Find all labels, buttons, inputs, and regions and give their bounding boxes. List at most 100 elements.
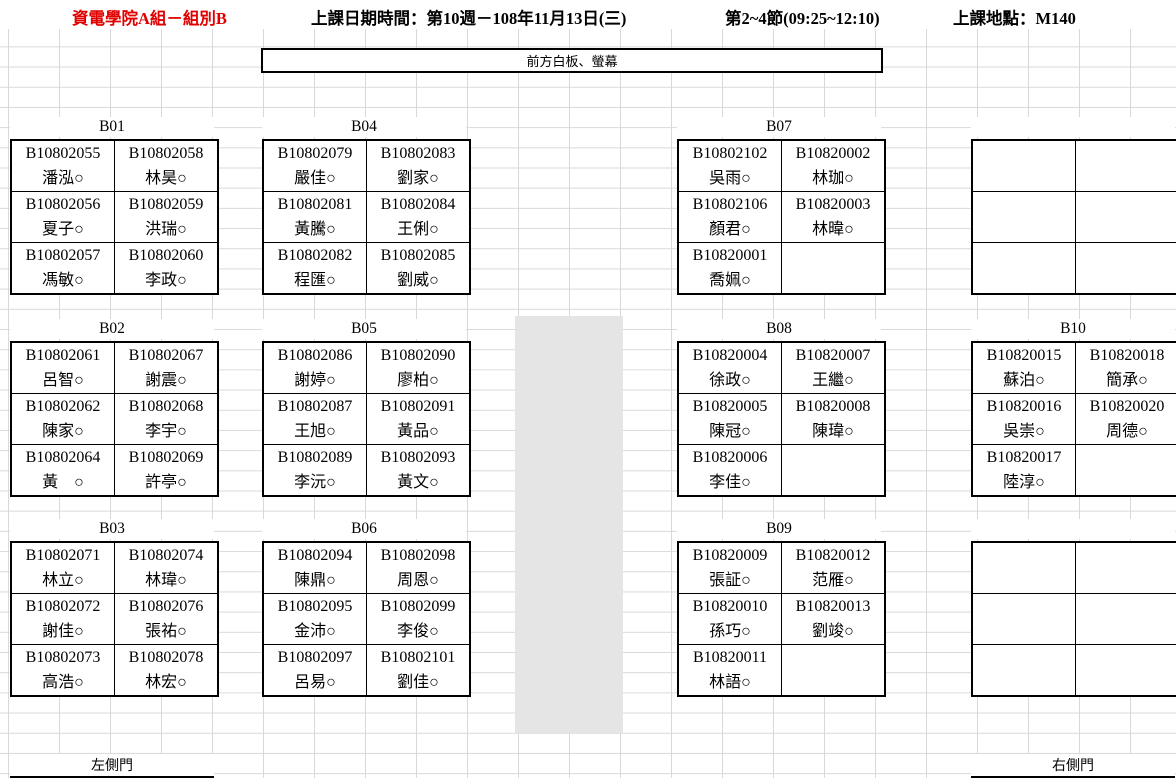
student-name: 范雁○: [812, 572, 854, 589]
student-name: 嚴佳○: [294, 170, 336, 187]
student-name: 陳鼎○: [294, 572, 336, 589]
student-id: [973, 193, 1075, 218]
group-label: [971, 117, 1175, 137]
seat-cell[interactable]: [1075, 191, 1176, 243]
student-id: B10802079: [277, 145, 353, 162]
student-name: 蘇泊○: [1003, 372, 1045, 389]
student-id: B10802098: [380, 547, 456, 564]
student-name: 黃文○: [397, 474, 439, 491]
student-name: 黃 ○: [42, 474, 84, 491]
student-id: B10802094: [277, 547, 353, 564]
student-name: 徐政○: [709, 372, 751, 389]
seat-cell[interactable]: [1075, 444, 1176, 497]
seat-cell[interactable]: [971, 139, 1076, 192]
student-id: B10802055: [25, 145, 101, 162]
seat-cell[interactable]: [1075, 242, 1176, 295]
student-id: B10820016: [986, 398, 1062, 415]
seat-cell[interactable]: [971, 242, 1076, 295]
seat-cell[interactable]: [971, 191, 1076, 243]
class-date: 上課日期時間：第10週－108年11月13日(三): [311, 9, 627, 28]
seat-cell[interactable]: [1075, 593, 1176, 645]
student-id: [1076, 595, 1176, 620]
seat-cell[interactable]: [781, 242, 886, 295]
seat-cell[interactable]: [1075, 139, 1176, 192]
class-location: 上課地點：M140: [953, 9, 1076, 28]
seat-cell[interactable]: [781, 644, 886, 697]
student-name: 張祐○: [145, 623, 187, 640]
student-name: 王旭○: [294, 423, 336, 440]
student-name: [973, 268, 1075, 293]
student-name: [1076, 670, 1176, 695]
seat-cell[interactable]: [1075, 644, 1176, 697]
student-name: [973, 670, 1075, 695]
student-name: [973, 568, 1075, 593]
seat-cell[interactable]: [971, 593, 1076, 645]
seat-cell[interactable]: [1075, 541, 1176, 594]
student-name: 劉家○: [397, 170, 439, 187]
seat-cell[interactable]: [971, 541, 1076, 594]
seat-cell[interactable]: B10802079 嚴佳○: [262, 139, 367, 192]
student-name: [973, 166, 1075, 191]
seat-cell[interactable]: B10802094 陳鼎○: [262, 541, 367, 594]
seat-cell[interactable]: [781, 444, 886, 497]
seat-cell[interactable]: [971, 644, 1076, 697]
